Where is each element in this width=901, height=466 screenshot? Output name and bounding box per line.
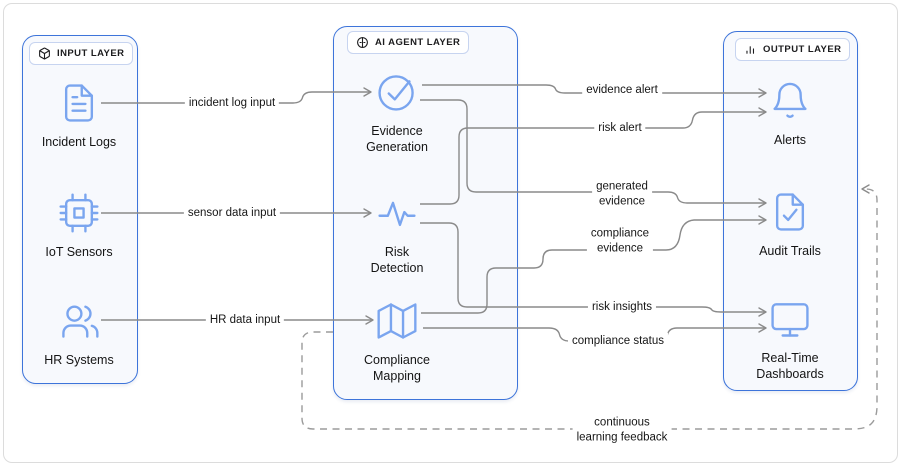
edge-label-compliance-status: compliance status [567, 332, 669, 350]
cube-icon [39, 47, 50, 60]
ai-circle-icon [357, 37, 368, 48]
node-audit-trails: Audit Trails [725, 190, 855, 259]
node-hr-systems: HR Systems [14, 299, 144, 368]
pulse-icon [378, 201, 416, 227]
node-label-iot-sensors: IoT Sensors [45, 245, 113, 259]
file-text-icon [64, 84, 94, 122]
node-label-incident-logs: Incident Logs [41, 135, 117, 149]
node-label-realtime-dashboards: Real-Time Dashboards [756, 351, 824, 381]
input-layer-title: INPUT LAYER [57, 48, 125, 59]
edge-label-evidence-alert: evidence alert [582, 81, 662, 99]
bar-chart-icon [746, 46, 755, 54]
edge-label-generated-evidence: generated evidence [592, 178, 652, 210]
file-check-icon [775, 193, 805, 231]
node-label-compliance-mapping: Compliance Mapping [363, 353, 430, 383]
users-icon [62, 305, 99, 338]
edge-label-continuous-learning-feedback: continuous learning feedback [572, 414, 672, 446]
edge-label-risk-insights: risk insights [587, 298, 657, 316]
node-evidence-generation: Evidence Generation [332, 70, 462, 155]
node-label-evidence-generation: Evidence Generation [366, 124, 428, 154]
edge-label-risk-alert: risk alert [594, 119, 646, 137]
node-alerts: Alerts [725, 79, 855, 148]
edge-risk-insights [420, 222, 767, 317]
edge-label-hr-data-input: HR data input [205, 311, 285, 329]
map-icon [377, 303, 417, 339]
edge-label-sensor-data-input: sensor data input [183, 204, 281, 222]
edge-risk-alert [420, 107, 767, 205]
node-label-hr-systems: HR Systems [44, 353, 114, 367]
edge-label-compliance-evidence: compliance evidence [586, 225, 654, 257]
output-layer-badge: OUTPUT LAYER [735, 38, 851, 61]
edge-evidence-alert [422, 84, 767, 98]
monitor-icon [771, 303, 809, 337]
ai-agent-layer-badge: AI AGENT LAYER [347, 31, 470, 54]
node-label-risk-detection: Risk Detection [370, 245, 424, 275]
edge-label-incident-log-input: incident log input [184, 94, 280, 112]
output-layer-title: OUTPUT LAYER [763, 44, 842, 55]
edge-incident-log-input [101, 87, 372, 104]
input-layer-badge: INPUT LAYER [29, 42, 134, 65]
node-incident-logs: Incident Logs [14, 81, 144, 150]
check-circle-icon [378, 75, 414, 111]
node-realtime-dashboards: Real-Time Dashboards [725, 297, 855, 382]
node-risk-detection: Risk Detection [332, 191, 462, 276]
node-label-audit-trails: Audit Trails [759, 244, 821, 258]
cpu-icon [59, 193, 99, 233]
edge-generated-evidence [420, 99, 767, 208]
outer-border [3, 3, 898, 463]
node-label-alerts: Alerts [774, 133, 806, 147]
edge-compliance-evidence [421, 215, 767, 314]
bell-icon [773, 82, 807, 118]
ai-agent-layer-title: AI AGENT LAYER [375, 37, 461, 48]
node-compliance-mapping: Compliance Mapping [332, 299, 462, 384]
edge-continuous-learning-feedback [301, 184, 878, 430]
node-iot-sensors: IoT Sensors [14, 191, 144, 260]
